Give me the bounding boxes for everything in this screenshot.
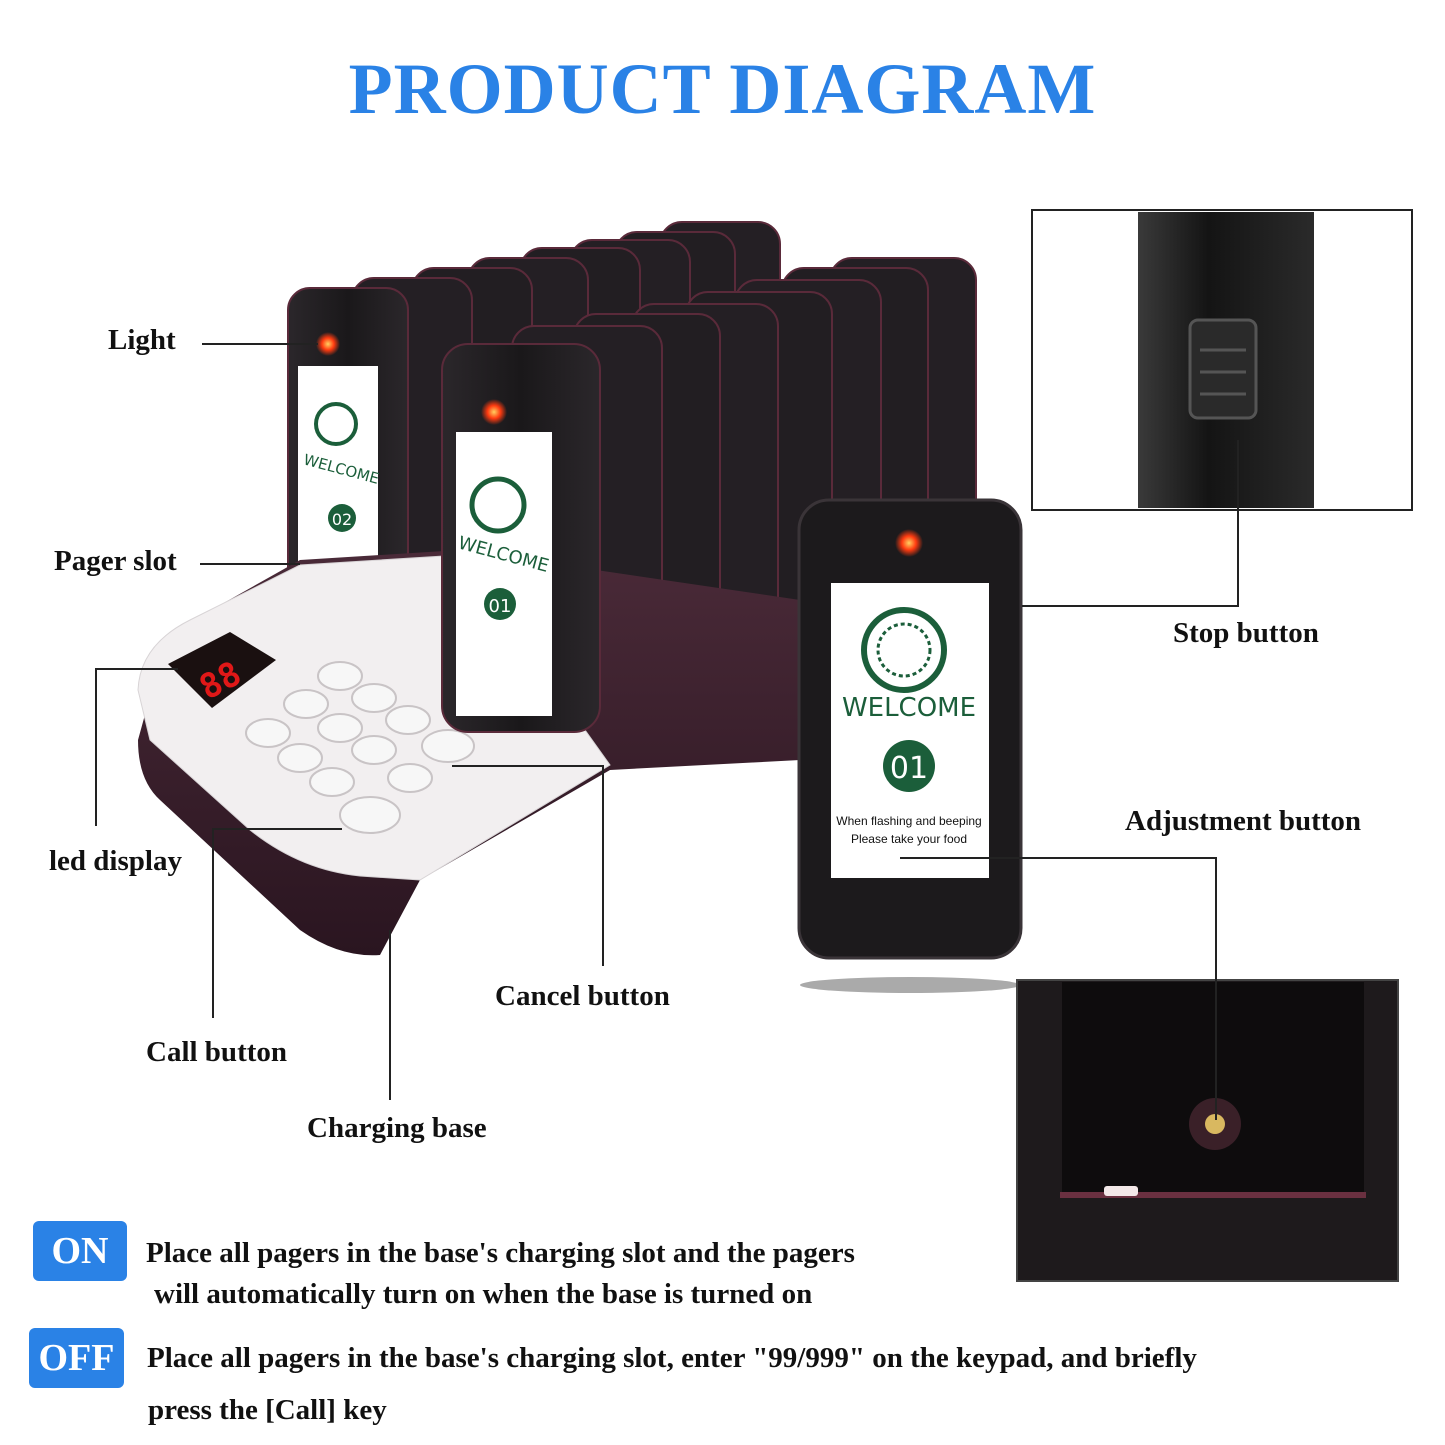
on-instruction-line2: will automatically turn on when the base… <box>154 1278 813 1310</box>
pager-02: WELCOME 02 <box>287 287 409 629</box>
label-led-display: led display <box>49 845 182 877</box>
pager-screen-line2: Please take your food <box>851 832 967 846</box>
pager-screen-line1: When flashing and beeping <box>836 814 981 828</box>
stop-button-zoom <box>1031 209 1413 511</box>
off-instruction-line2: press the [Call] key <box>148 1394 387 1426</box>
pager-01-docked: WELCOME 01 <box>441 343 601 733</box>
adjustment-button-zoom <box>1016 979 1399 1282</box>
label-stop-button: Stop button <box>1173 617 1319 649</box>
pager-back-number: 02 <box>332 510 352 529</box>
label-cancel-button: Cancel button <box>495 980 670 1012</box>
pager-front: WELCOME 01 When flashing and beeping Ple… <box>797 498 1023 993</box>
pager-docked-number: 01 <box>489 596 512 617</box>
pager-screen-brand: WELCOME <box>842 693 976 723</box>
off-badge: OFF <box>29 1328 124 1388</box>
label-call-button: Call button <box>146 1036 288 1068</box>
pager-screen-number: 01 <box>890 751 928 786</box>
on-instruction-line1: Place all pagers in the base's charging … <box>146 1237 855 1269</box>
label-light: Light <box>108 324 176 356</box>
leader-lines <box>95 343 1239 1120</box>
off-instruction-line1: Place all pagers in the base's charging … <box>147 1342 1197 1374</box>
on-badge: ON <box>33 1221 127 1281</box>
label-charging-base: Charging base <box>307 1112 487 1144</box>
page-title: PRODUCT DIAGRAM <box>348 49 1097 129</box>
label-adjustment-button: Adjustment button <box>1125 805 1362 837</box>
label-pager-slot: Pager slot <box>54 545 177 577</box>
keypad <box>245 661 475 834</box>
pager-screen <box>831 583 989 878</box>
